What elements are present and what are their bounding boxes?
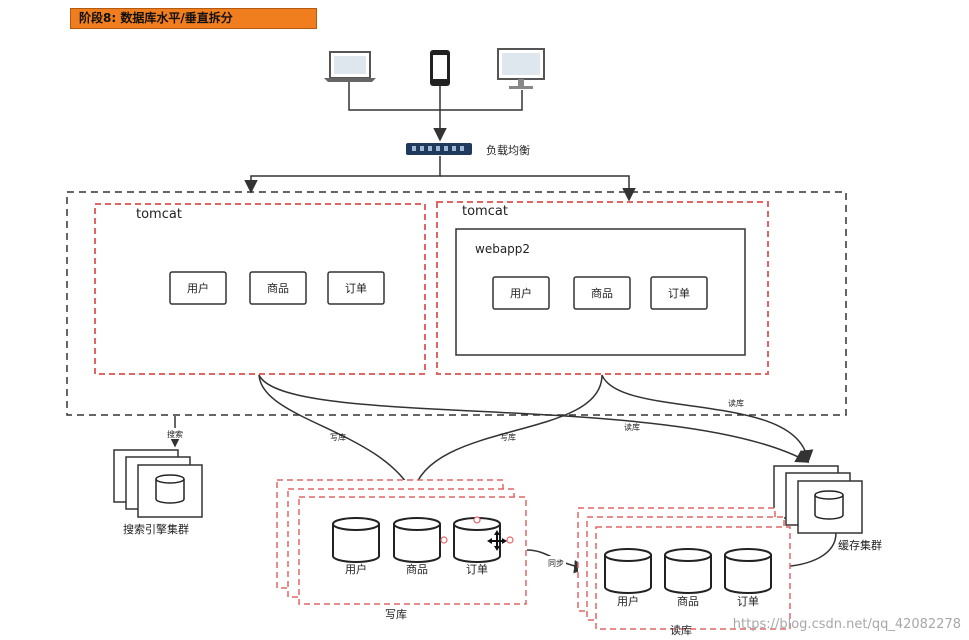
- watermark: https://blog.csdn.net/qq_42082278: [732, 617, 961, 632]
- module-product-left: [249, 271, 307, 305]
- selection-handle[interactable]: [473, 516, 481, 524]
- read-edge-right: [601, 374, 814, 464]
- module-product-right-label: 商品: [591, 286, 613, 300]
- read-db-product-label: 商品: [677, 594, 699, 608]
- write-edge-right-label: 写库: [500, 432, 516, 442]
- write-db-order-label: 订单: [466, 563, 488, 576]
- module-order-left: [327, 271, 385, 305]
- lb-to-tomcat-right: [440, 175, 636, 202]
- cache-cluster-label: 缓存集群: [838, 538, 882, 552]
- read-db-label: 读库: [670, 623, 692, 637]
- webapp2-label: webapp2: [475, 242, 530, 256]
- read-db-order-label: 订单: [737, 595, 759, 608]
- write-db-user-label: 用户: [345, 562, 367, 576]
- write-db-label: 写库: [385, 608, 407, 621]
- laptop-icon: [324, 51, 376, 82]
- cache-cluster: [773, 465, 863, 534]
- search-edge-label: 搜索: [167, 429, 183, 439]
- read-db-order-icon: [724, 548, 772, 594]
- selection-handle[interactable]: [440, 536, 448, 544]
- tomcat-left-box: [94, 203, 426, 375]
- move-cursor-icon: [487, 530, 507, 551]
- tomcat-right-box: [436, 201, 769, 375]
- load-balancer-label: 负载均衡: [486, 143, 530, 157]
- read-db-product-icon: [664, 548, 712, 594]
- monitor-icon: [497, 48, 545, 89]
- module-product-left-label: 商品: [267, 281, 289, 295]
- read-db-user-label: 用户: [617, 594, 639, 608]
- write-edge-right: [409, 374, 603, 495]
- monitor-connector: [440, 90, 523, 111]
- module-order-right: [650, 276, 708, 310]
- write-edge-left-label: 写库: [330, 432, 346, 442]
- laptop-connector: [348, 82, 440, 111]
- module-user-right: [492, 276, 550, 310]
- selection-handle[interactable]: [506, 536, 514, 544]
- read-edge-left: [258, 374, 810, 463]
- write-db-user-icon: [332, 517, 380, 563]
- write-edge-left: [258, 374, 414, 495]
- load-balancer-icon: [406, 143, 472, 155]
- module-user-left-label: 用户: [187, 281, 209, 295]
- read-edge-right-label: 读库: [728, 398, 744, 408]
- tomcat-left-label: tomcat: [136, 207, 182, 222]
- tomcat-right-label: tomcat: [462, 204, 508, 219]
- write-db-product-icon: [393, 517, 441, 563]
- module-product-right: [573, 276, 631, 310]
- lb-to-tomcat-left: [244, 156, 441, 194]
- module-user-right-label: 用户: [510, 286, 532, 300]
- phone-icon: [430, 50, 450, 86]
- read-db-user-icon: [604, 548, 652, 594]
- search-cluster: [113, 449, 203, 518]
- server-group: [66, 191, 847, 416]
- module-order-left-label: 订单: [345, 282, 367, 295]
- sync-edge-label: 同步: [548, 559, 564, 568]
- module-user-left: [169, 271, 227, 305]
- write-db-product-label: 商品: [406, 562, 428, 576]
- page-title: 阶段8: 数据库水平/垂直拆分: [70, 8, 317, 29]
- read-edge-left-label: 读库: [624, 422, 640, 432]
- search-cluster-label: 搜索引擎集群: [123, 522, 189, 536]
- module-order-right-label: 订单: [668, 287, 690, 300]
